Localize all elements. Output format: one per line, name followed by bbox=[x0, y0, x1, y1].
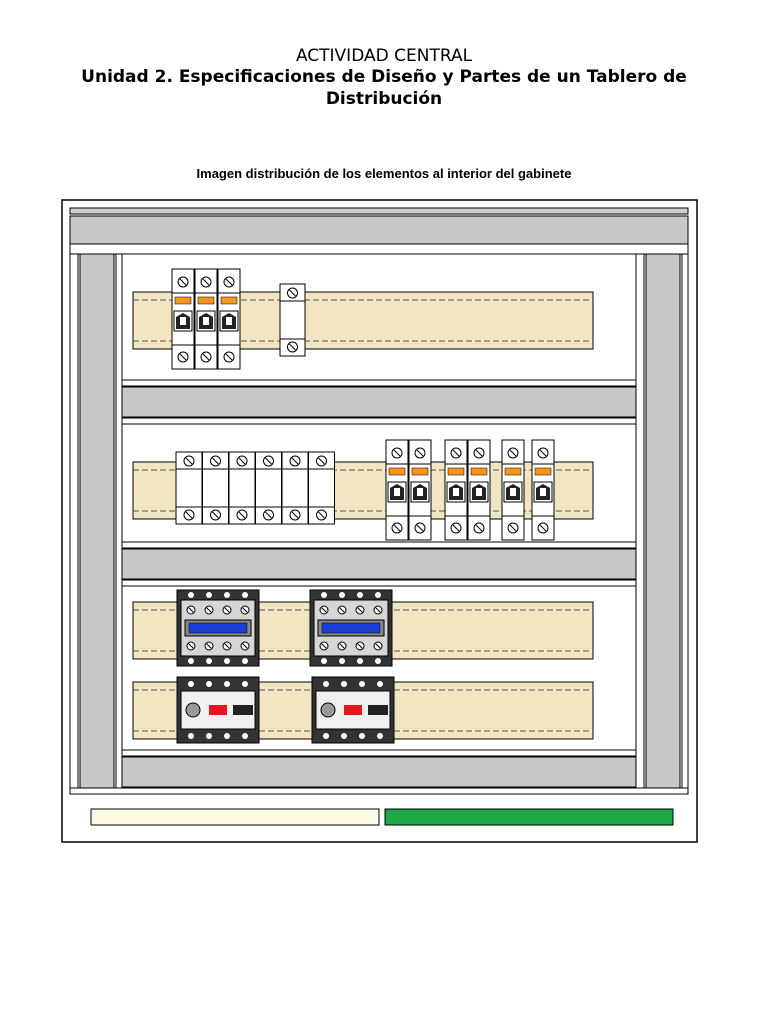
breaker-pole bbox=[194, 268, 218, 370]
terminal-block[interactable] bbox=[202, 451, 229, 525]
terminal-block[interactable] bbox=[279, 283, 306, 357]
single-pole-breaker[interactable] bbox=[501, 439, 525, 541]
frame-divider-2 bbox=[121, 541, 637, 587]
breaker-pole bbox=[217, 268, 241, 370]
terminal-block[interactable] bbox=[228, 451, 256, 525]
terminal-block[interactable] bbox=[308, 451, 335, 525]
figure-caption: Imagen distribución de los elementos al … bbox=[196, 166, 572, 181]
breaker-pole bbox=[171, 268, 195, 370]
single-pole-breaker[interactable] bbox=[531, 439, 555, 541]
terminal-block[interactable] bbox=[255, 451, 282, 525]
two-pole-breaker[interactable] bbox=[385, 439, 432, 541]
breaker-pole bbox=[501, 439, 525, 541]
terminal-block[interactable] bbox=[175, 451, 203, 525]
breaker-pole bbox=[467, 439, 491, 541]
frame-divider-1 bbox=[121, 379, 637, 425]
two-pole-breaker[interactable] bbox=[444, 439, 491, 541]
right-frame-column bbox=[635, 253, 689, 795]
top-frame-bar bbox=[69, 207, 689, 255]
contactor[interactable] bbox=[309, 589, 393, 667]
thermal-overload-relay[interactable] bbox=[311, 676, 395, 744]
document-heading: ACTIVIDAD CENTRAL bbox=[295, 46, 473, 66]
terminal-block-group bbox=[175, 451, 335, 525]
terminal-block[interactable] bbox=[281, 451, 309, 525]
three-pole-breaker[interactable] bbox=[171, 268, 241, 370]
thermal-overload-relay[interactable] bbox=[176, 676, 260, 744]
document-subheading: Unidad 2. Especificaciones de Diseño y P… bbox=[81, 67, 687, 109]
breaker-pole bbox=[408, 439, 432, 541]
ground-bar bbox=[384, 808, 674, 826]
label-strip bbox=[90, 808, 380, 826]
contactor[interactable] bbox=[176, 589, 260, 667]
left-frame-column bbox=[69, 253, 123, 795]
breaker-pole bbox=[531, 439, 555, 541]
breaker-pole bbox=[385, 439, 409, 541]
breaker-pole bbox=[444, 439, 468, 541]
frame-divider-bottom bbox=[69, 749, 689, 795]
